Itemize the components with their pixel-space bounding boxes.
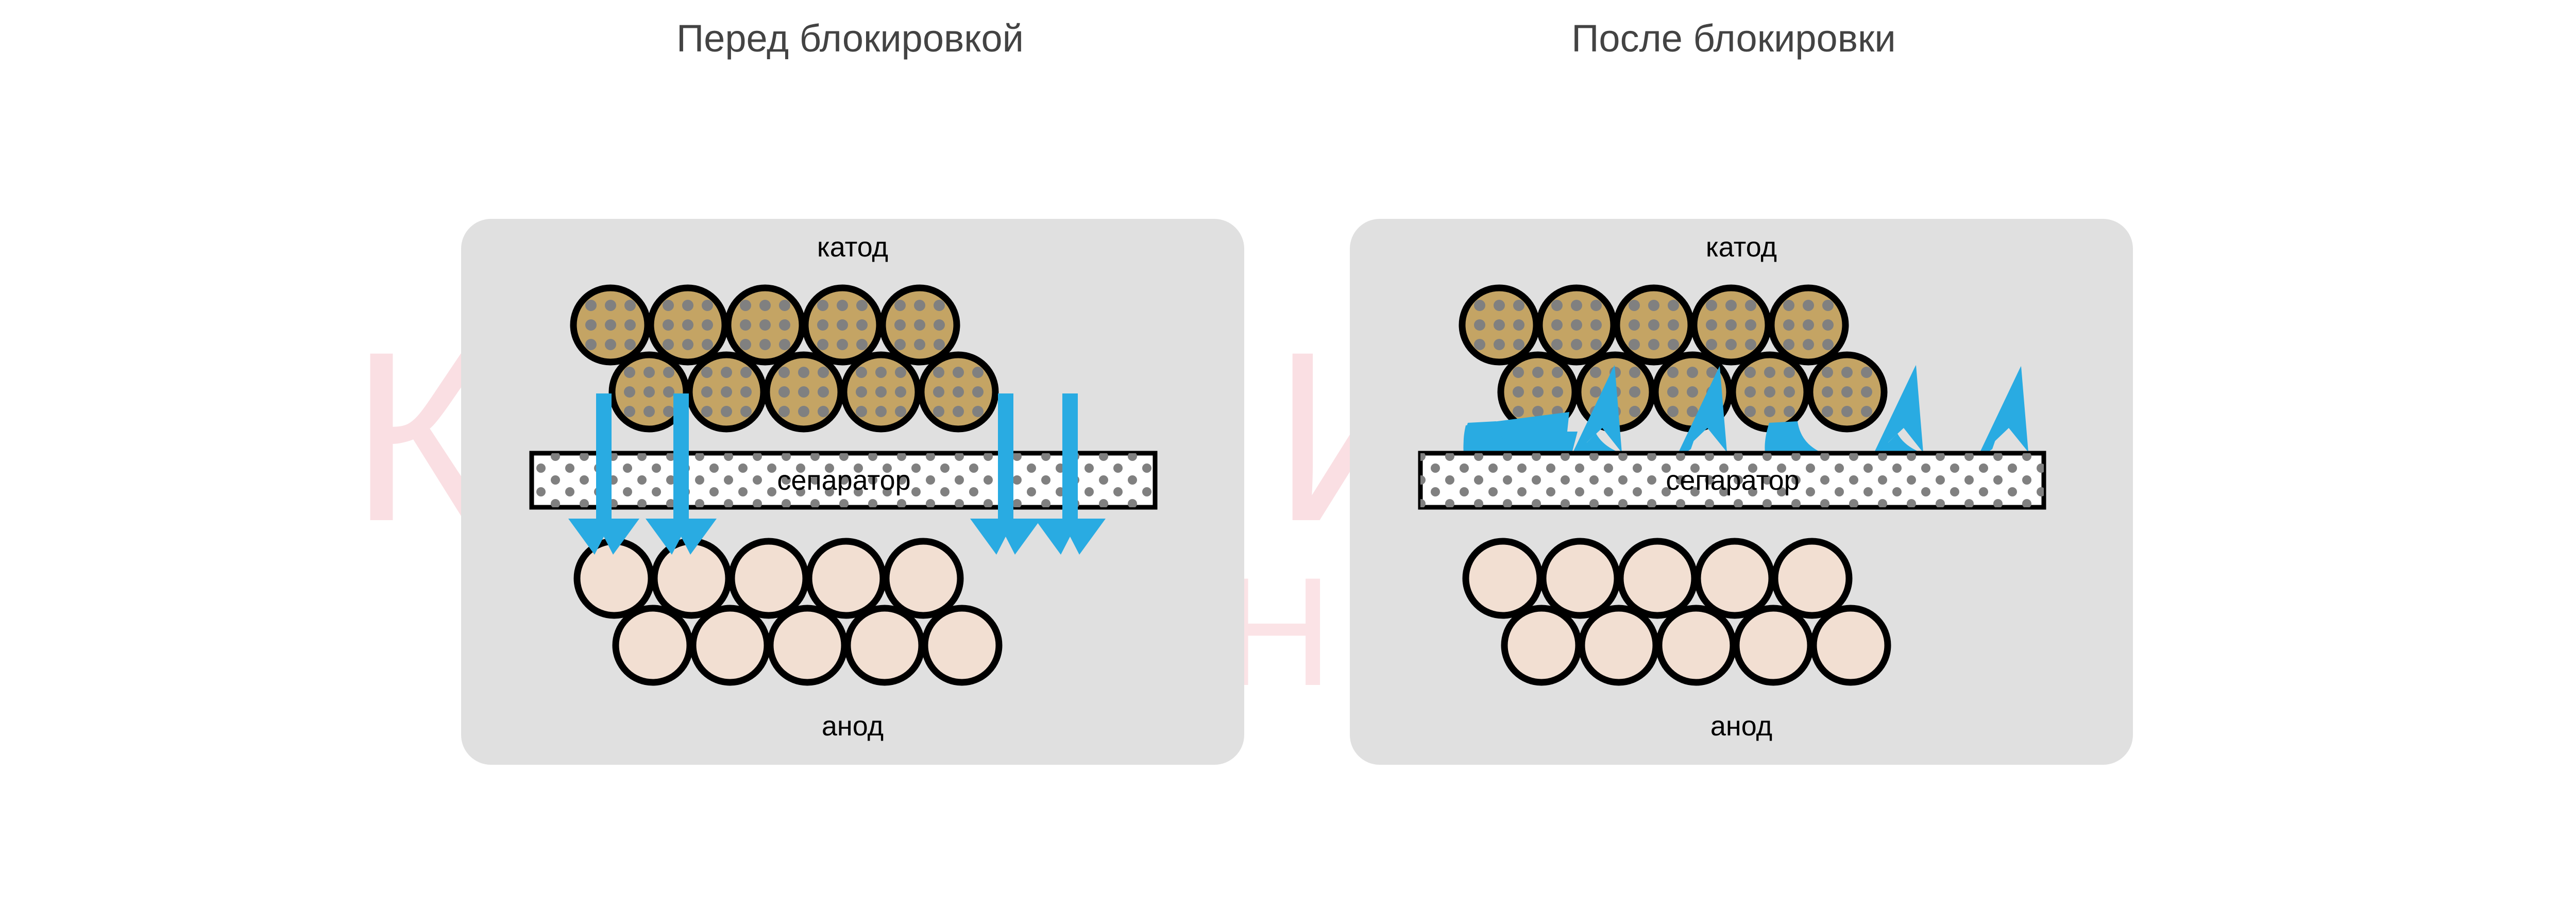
anode-particle bbox=[1810, 605, 1891, 686]
cathode-particle bbox=[1768, 284, 1849, 366]
cathode-particle bbox=[802, 284, 883, 366]
anode-particle bbox=[844, 605, 925, 686]
cathode-particle bbox=[647, 284, 728, 366]
anode-particle bbox=[1694, 538, 1775, 619]
anode-particle bbox=[805, 538, 887, 619]
cathode-particle bbox=[763, 351, 844, 433]
anode-particle bbox=[1655, 605, 1737, 686]
anode-particle bbox=[1771, 538, 1853, 619]
anode-particle bbox=[767, 605, 848, 686]
cathode-particle bbox=[840, 351, 922, 433]
anode-particle bbox=[1501, 605, 1582, 686]
cathode-row-2-before bbox=[608, 351, 999, 433]
anode-row-1-before bbox=[573, 538, 964, 619]
ion-arrow-down bbox=[970, 393, 1041, 555]
anode-particle bbox=[921, 605, 1003, 686]
panel-title-before: Перед блокировкой bbox=[676, 17, 1024, 60]
cathode-row-1-before bbox=[570, 284, 960, 366]
cathode-particle bbox=[1613, 284, 1694, 366]
anode-particle bbox=[1578, 605, 1659, 686]
anode-particle bbox=[1617, 538, 1698, 619]
anode-label-before: анод bbox=[822, 711, 884, 742]
separator-label-after: сепаратор bbox=[1666, 465, 1799, 496]
anode-particle bbox=[689, 605, 771, 686]
panel-title-after: После блокировки bbox=[1571, 17, 1896, 60]
cathode-particle bbox=[724, 284, 806, 366]
cathode-label-after: катод bbox=[1706, 232, 1777, 263]
cathode-particle bbox=[686, 351, 767, 433]
anode-label-after: анод bbox=[1710, 711, 1772, 742]
cathode-particle bbox=[570, 284, 651, 366]
separator-label-before: сепаратор bbox=[777, 465, 910, 496]
cathode-particle bbox=[1729, 351, 1810, 433]
anode-particle bbox=[728, 538, 809, 619]
panel-before: катод bbox=[461, 219, 1244, 765]
ion-arrow-down bbox=[646, 393, 717, 555]
cathode-particle bbox=[879, 284, 960, 366]
anode-particle bbox=[612, 605, 693, 686]
anode-particle bbox=[1733, 605, 1814, 686]
cathode-row-1-after bbox=[1459, 284, 1849, 366]
cathode-label-before: катод bbox=[817, 232, 888, 263]
ion-arrow-down bbox=[1035, 393, 1106, 555]
anode-row-2-after bbox=[1501, 605, 1891, 686]
anode-particle bbox=[883, 538, 964, 619]
ion-arrow-down bbox=[568, 393, 639, 555]
panel-after: катод bbox=[1350, 219, 2133, 765]
anode-particle bbox=[1539, 538, 1621, 619]
cathode-particle bbox=[1459, 284, 1540, 366]
anode-row-2-before bbox=[612, 605, 1003, 686]
cathode-particle bbox=[1536, 284, 1617, 366]
separator-before: сепаратор bbox=[529, 451, 1158, 510]
cathode-particle bbox=[1690, 284, 1772, 366]
anode-row-1-after bbox=[1462, 538, 1853, 619]
anode-particle bbox=[1462, 538, 1544, 619]
cathode-row-2-after bbox=[1497, 351, 1888, 433]
cathode-particle bbox=[1806, 351, 1888, 433]
ion-flow-arrows-before bbox=[568, 393, 1106, 555]
cathode-particle bbox=[918, 351, 999, 433]
separator-after: сепаратор bbox=[1418, 451, 2046, 510]
cathode-particle bbox=[608, 351, 690, 433]
